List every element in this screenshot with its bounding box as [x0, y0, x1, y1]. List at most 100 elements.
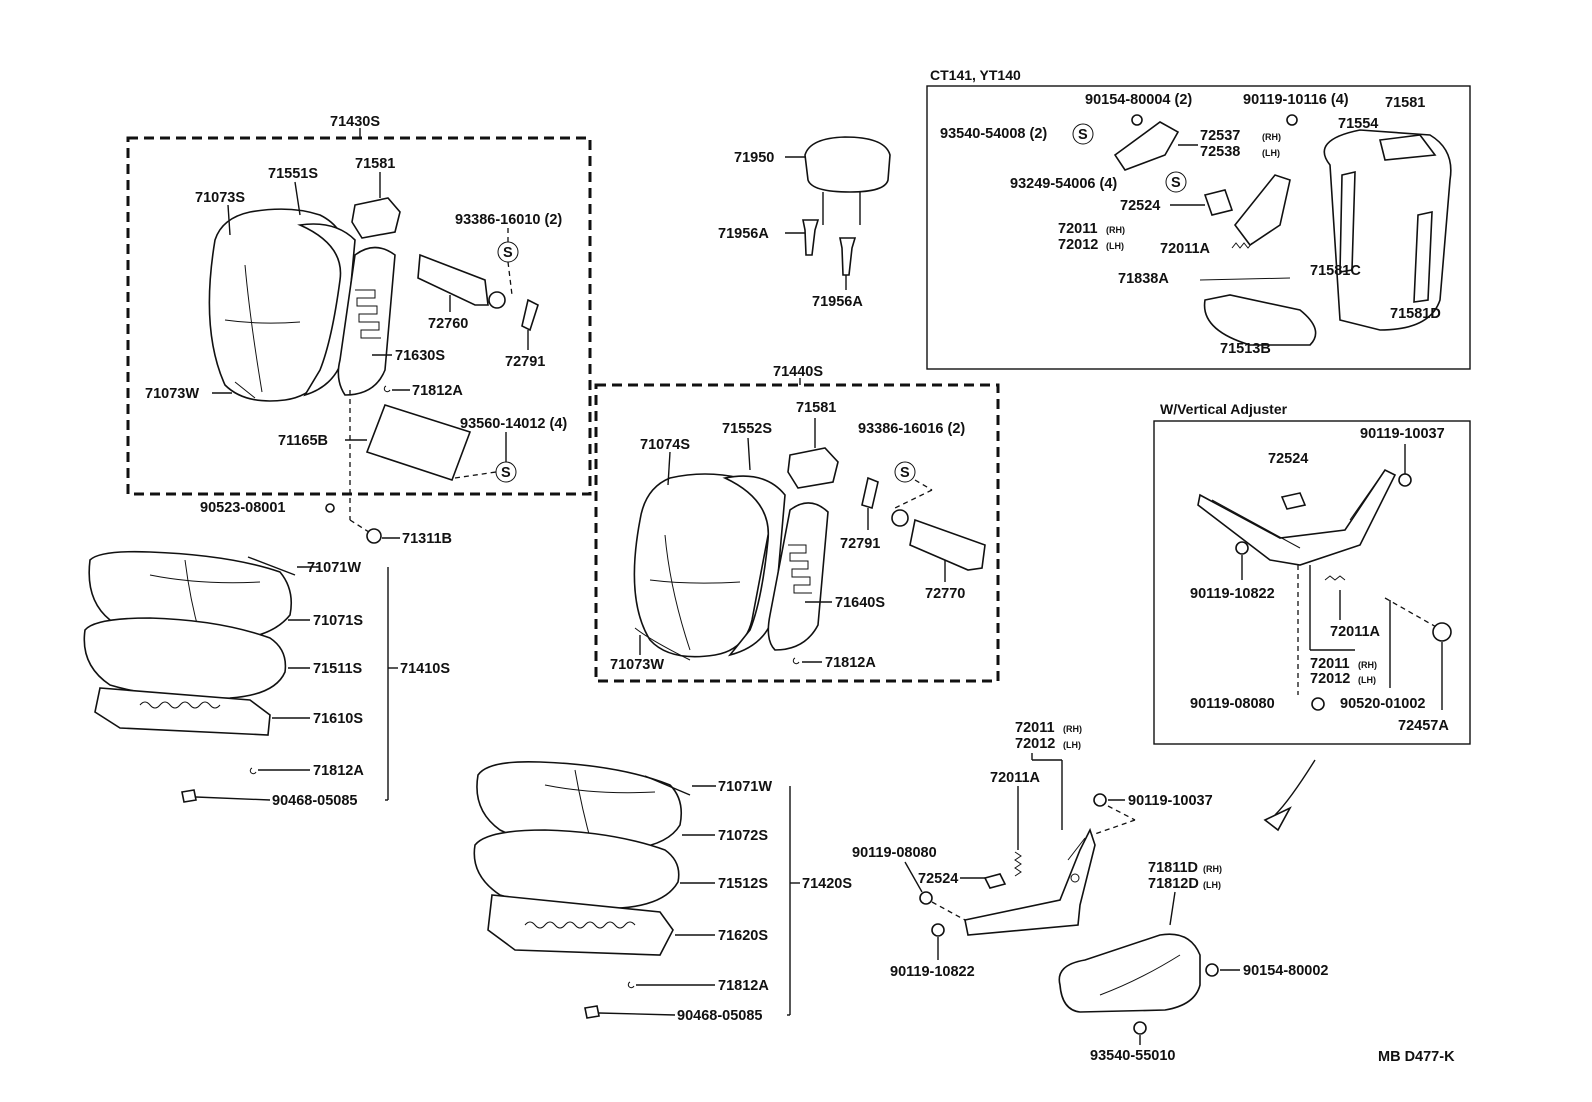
assembly-box-71440s	[594, 383, 1000, 683]
va-label-72524: 72524	[1268, 451, 1308, 467]
label-71430s: 71430S	[330, 114, 380, 130]
label-71812d: 71812D	[1148, 876, 1199, 892]
label-71812a-d: 71812A	[718, 978, 769, 994]
ct-cover-72537	[1113, 121, 1180, 171]
ct-label-93540-54008: 93540-54008 (2)	[940, 126, 1047, 142]
label-72524-b: 72524	[918, 871, 958, 887]
label-71581-b: 71581	[796, 400, 836, 416]
grommet-71311b	[366, 528, 382, 544]
lh-note: (LH)	[1063, 740, 1081, 750]
va-label-90119-10037: 90119-10037	[1360, 426, 1445, 442]
va-label-90119-10822: 90119-10822	[1190, 586, 1275, 602]
ct-trim-71581d	[1413, 211, 1433, 303]
seat-frame-71620s	[487, 894, 674, 956]
ct-label-72538: 72538	[1200, 144, 1240, 160]
clip-90468-05085-b	[584, 1005, 600, 1019]
label-71552s: 71552S	[722, 421, 772, 437]
va-label-72011: 72011	[1310, 656, 1350, 672]
label-90119-10822-b: 90119-10822	[890, 964, 975, 980]
seat-cushion-cover-71072s	[476, 760, 683, 851]
ct-label-71513b: 71513B	[1220, 341, 1271, 357]
bolt-90119-08080-b	[919, 891, 933, 905]
ct-label-71581: 71581	[1385, 95, 1425, 111]
diagram-code: MB D477-K	[1378, 1049, 1455, 1065]
va-link	[1280, 492, 1307, 510]
label-90468-05085-a: 90468-05085	[272, 793, 357, 809]
rh-note: (RH)	[1106, 225, 1125, 235]
va-box-frame	[1153, 420, 1471, 745]
label-71512s: 71512S	[718, 876, 768, 892]
label-71511s: 71511S	[313, 661, 363, 677]
rh-note: (RH)	[1262, 132, 1281, 142]
seatback-spring-frame-71630s	[337, 246, 396, 396]
label-71640s: 71640S	[835, 595, 885, 611]
label-71073w-a: 71073W	[145, 386, 199, 402]
label-93386-16010: 93386-16010 (2)	[455, 212, 562, 228]
seatback-group-71430s: 71430S 71581 71551S 71073S 72760 S 93386…	[126, 114, 592, 496]
seat-cushion-group-71420s: 71071W 71072S 71512S 71620S 71812A 90468…	[473, 760, 852, 1024]
s-letter: S	[1078, 127, 1088, 143]
label-71073w-b: 71073W	[610, 657, 664, 673]
headrest-support-71581-b	[787, 447, 839, 489]
ct-label-72537: 72537	[1200, 128, 1240, 144]
label-71071w-b: 71071W	[718, 779, 772, 795]
recliner-72760	[417, 253, 489, 306]
va-label-72011a: 72011A	[1330, 624, 1381, 640]
label-71956a-a: 71956A	[718, 226, 769, 242]
headrest-group: 71950 71956A 71956A	[718, 136, 891, 310]
label-71630s: 71630S	[395, 348, 445, 364]
ct-label-71838a: 71838A	[1118, 271, 1169, 287]
va-label-72457a: 72457A	[1398, 718, 1449, 734]
headrest-support-71581	[351, 197, 401, 239]
label-72791-b: 72791	[840, 536, 880, 552]
s-letter: S	[501, 465, 511, 481]
va-label-90520-01002: 90520-01002	[1340, 696, 1425, 712]
label-72760: 72760	[428, 316, 468, 332]
ct-label-72011: 72011	[1058, 221, 1098, 237]
clip-90468-05085-a	[181, 789, 197, 803]
s-letter: S	[503, 245, 513, 261]
ct-label-71581c: 71581C	[1310, 263, 1361, 279]
label-71071s: 71071S	[313, 613, 363, 629]
label-71620s: 71620S	[718, 928, 768, 944]
seatback-cover-b	[633, 473, 772, 658]
ct-headrest-support	[1379, 134, 1437, 161]
lh-note: (LH)	[1106, 241, 1124, 251]
lever-72791-a	[521, 298, 539, 332]
ct-label-90119-10116: 90119-10116 (4)	[1243, 92, 1349, 108]
lh-note: (LH)	[1358, 675, 1376, 685]
screw-93540-55010	[1133, 1021, 1147, 1035]
recliner-knob-b	[891, 509, 909, 527]
label-71812a-c: 71812A	[825, 655, 876, 671]
label-72770: 72770	[925, 586, 965, 602]
rh-note: (RH)	[1203, 864, 1222, 874]
label-71812a-b: 71812A	[313, 763, 364, 779]
va-box-title: W/Vertical Adjuster	[1160, 401, 1288, 417]
ct-label-71581d: 71581D	[1390, 306, 1441, 322]
rh-note: (RH)	[1063, 724, 1082, 734]
label-72791-a: 72791	[505, 354, 545, 370]
seat-side-cover-71811d	[1058, 933, 1201, 1013]
label-71420s: 71420S	[802, 876, 852, 892]
label-90468-05085-b: 90468-05085	[677, 1008, 762, 1024]
screw-90154-80002	[1205, 963, 1219, 977]
clip-90523-08001	[325, 503, 335, 513]
label-90154-80002: 90154-80002	[1243, 963, 1328, 979]
ct-label-72011a: 72011A	[1160, 241, 1211, 257]
ct-trim-71581c	[1339, 170, 1356, 273]
headrest-guide-71956a-a	[802, 219, 820, 256]
bolt-90119-10822-b	[931, 923, 945, 937]
ct-label-90154-80004: 90154-80004 (2)	[1085, 92, 1192, 108]
seatback-group-71440s: 71440S 71581 71552S 71074S 72791 S 93386…	[594, 364, 1000, 683]
headrest-guide-71956a-b	[839, 237, 857, 276]
label-90523-08001: 90523-08001	[200, 500, 285, 516]
s-symbol-93386-16016	[894, 461, 916, 483]
ct141-box: CT141, YT140 90154-80004 (2) 90119-10116…	[926, 67, 1471, 370]
lh-note: (LH)	[1203, 880, 1221, 890]
rh-note: (RH)	[1358, 660, 1377, 670]
label-71950: 71950	[734, 150, 774, 166]
link-72524-b	[983, 873, 1007, 889]
label-90119-08080-b: 90119-08080	[852, 845, 937, 861]
seat-pad-71511s	[83, 617, 287, 700]
